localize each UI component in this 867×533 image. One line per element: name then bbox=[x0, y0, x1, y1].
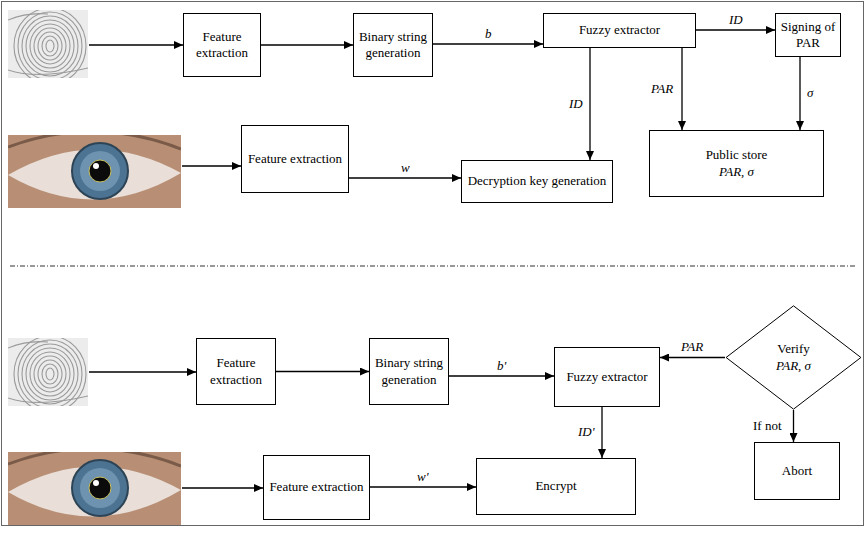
edge-label: PAR bbox=[649, 82, 675, 96]
input-arrow bbox=[182, 487, 263, 488]
arrow-connector bbox=[349, 177, 461, 178]
arrow-connector bbox=[681, 48, 682, 130]
node-text: Verify bbox=[777, 341, 810, 357]
node-text: Encrypt bbox=[535, 478, 576, 494]
node-text: Feature extraction bbox=[248, 151, 342, 167]
edge-label: σ bbox=[805, 86, 815, 100]
arrow-connector bbox=[589, 48, 590, 160]
node-text: Binary string generation bbox=[374, 355, 444, 388]
edge-label: ID bbox=[567, 97, 585, 111]
node-text: Fuzzy extractor bbox=[579, 22, 660, 38]
edge-label: w bbox=[399, 161, 412, 175]
iris-image bbox=[8, 131, 181, 208]
arrow-connector bbox=[449, 375, 554, 376]
input-arrow bbox=[182, 165, 241, 166]
node-text: Binary string generation bbox=[358, 29, 428, 62]
arrow-connector bbox=[799, 57, 800, 130]
iris-image bbox=[8, 448, 181, 525]
process-box: Fuzzy extractor bbox=[543, 13, 696, 48]
terminal-box: Abort bbox=[754, 442, 840, 500]
fingerprint-image bbox=[8, 8, 88, 84]
node-text: PAR, σ bbox=[719, 164, 754, 180]
process-box: Feature extraction bbox=[263, 455, 370, 520]
process-box: Feature extraction bbox=[241, 125, 349, 193]
edge-label: PAR bbox=[679, 340, 705, 354]
node-text: Signing of PAR bbox=[780, 19, 836, 52]
arrow-connector bbox=[370, 486, 476, 487]
arrow-connector bbox=[261, 44, 353, 45]
edge-label: b' bbox=[495, 359, 508, 373]
decision-diamond: VerifyPAR, σ bbox=[725, 305, 862, 410]
node-text: Public store bbox=[706, 147, 768, 163]
arrow-connector bbox=[601, 407, 602, 458]
process-box: Decryption key generation bbox=[461, 160, 613, 203]
process-box: Signing of PAR bbox=[775, 13, 841, 57]
node-text: Feature extraction bbox=[188, 29, 256, 62]
process-box: Encrypt bbox=[476, 458, 636, 515]
store-box: Public storePAR, σ bbox=[649, 130, 824, 197]
process-box: Binary string generation bbox=[353, 13, 433, 77]
edge-label: ID' bbox=[576, 425, 597, 439]
node-text: PAR, σ bbox=[776, 358, 811, 374]
separator bbox=[10, 266, 856, 267]
node-text: Feature extraction bbox=[269, 479, 363, 495]
edge-label: ID bbox=[727, 13, 745, 27]
fingerprint-image bbox=[8, 336, 88, 412]
arrow-connector bbox=[696, 29, 775, 30]
arrow-connector bbox=[276, 371, 369, 372]
process-box: Fuzzy extractor bbox=[554, 347, 660, 407]
arrow-connector bbox=[433, 43, 543, 44]
input-arrow bbox=[89, 44, 183, 45]
node-text: Fuzzy extractor bbox=[566, 369, 647, 385]
arrow-connector bbox=[660, 357, 725, 358]
input-arrow bbox=[89, 371, 196, 372]
edge-label: If not bbox=[751, 419, 784, 433]
process-box: Binary string generation bbox=[369, 338, 449, 405]
edge-label: b bbox=[483, 27, 494, 41]
process-box: Feature extraction bbox=[183, 13, 261, 77]
node-text: Abort bbox=[782, 463, 812, 479]
node-text: Decryption key generation bbox=[468, 173, 607, 189]
edge-label: w' bbox=[415, 470, 430, 484]
arrow-connector bbox=[793, 410, 794, 442]
node-text: Feature extraction bbox=[201, 355, 271, 388]
frame bbox=[2, 2, 864, 526]
process-box: Feature extraction bbox=[196, 338, 276, 405]
